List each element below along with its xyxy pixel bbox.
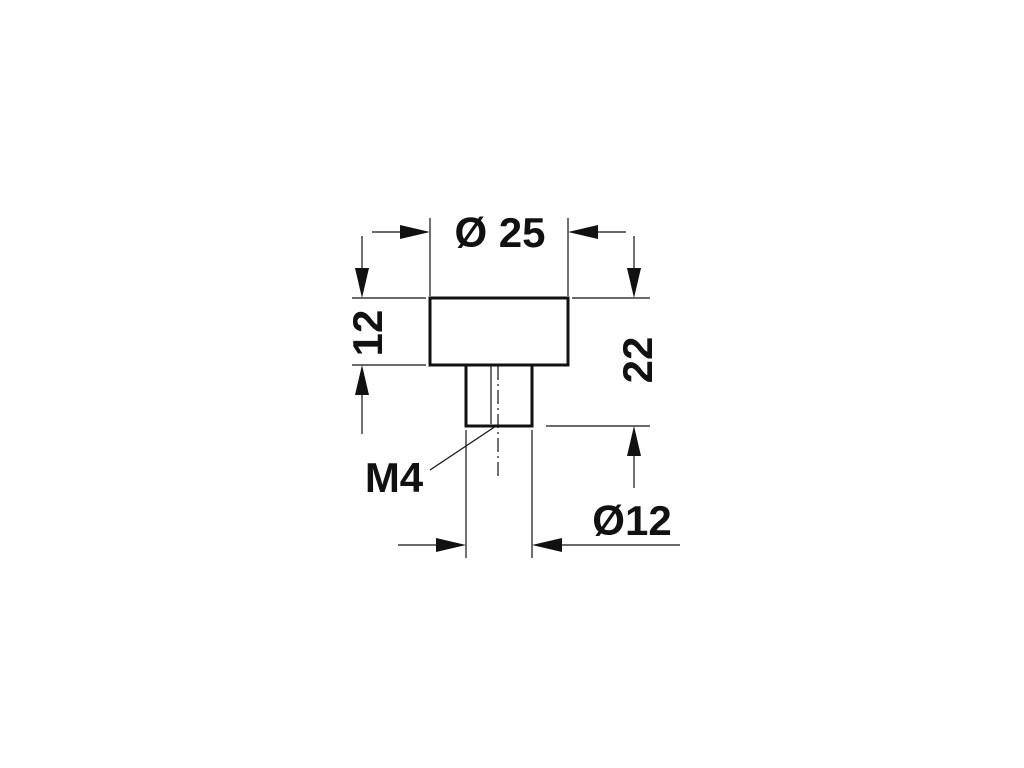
dim-height-22: 22: [614, 236, 661, 488]
extension-lines: [352, 218, 650, 558]
knob-shank: [464, 366, 534, 428]
label-thread-m4: M4: [365, 454, 424, 501]
thread-callout: M4: [365, 425, 497, 501]
label-height-22: 22: [614, 337, 661, 384]
knob-head: [428, 296, 570, 367]
label-diameter-25: Ø 25: [454, 209, 545, 256]
label-height-12: 12: [344, 310, 391, 357]
dim-height-12: 12: [344, 236, 391, 434]
leader-line: [429, 425, 497, 471]
dim-diameter-12: Ø12: [398, 497, 680, 552]
dim-diameter-25: Ø 25: [372, 209, 626, 256]
label-diameter-12: Ø12: [592, 497, 671, 544]
knob-outline: [428, 296, 570, 428]
